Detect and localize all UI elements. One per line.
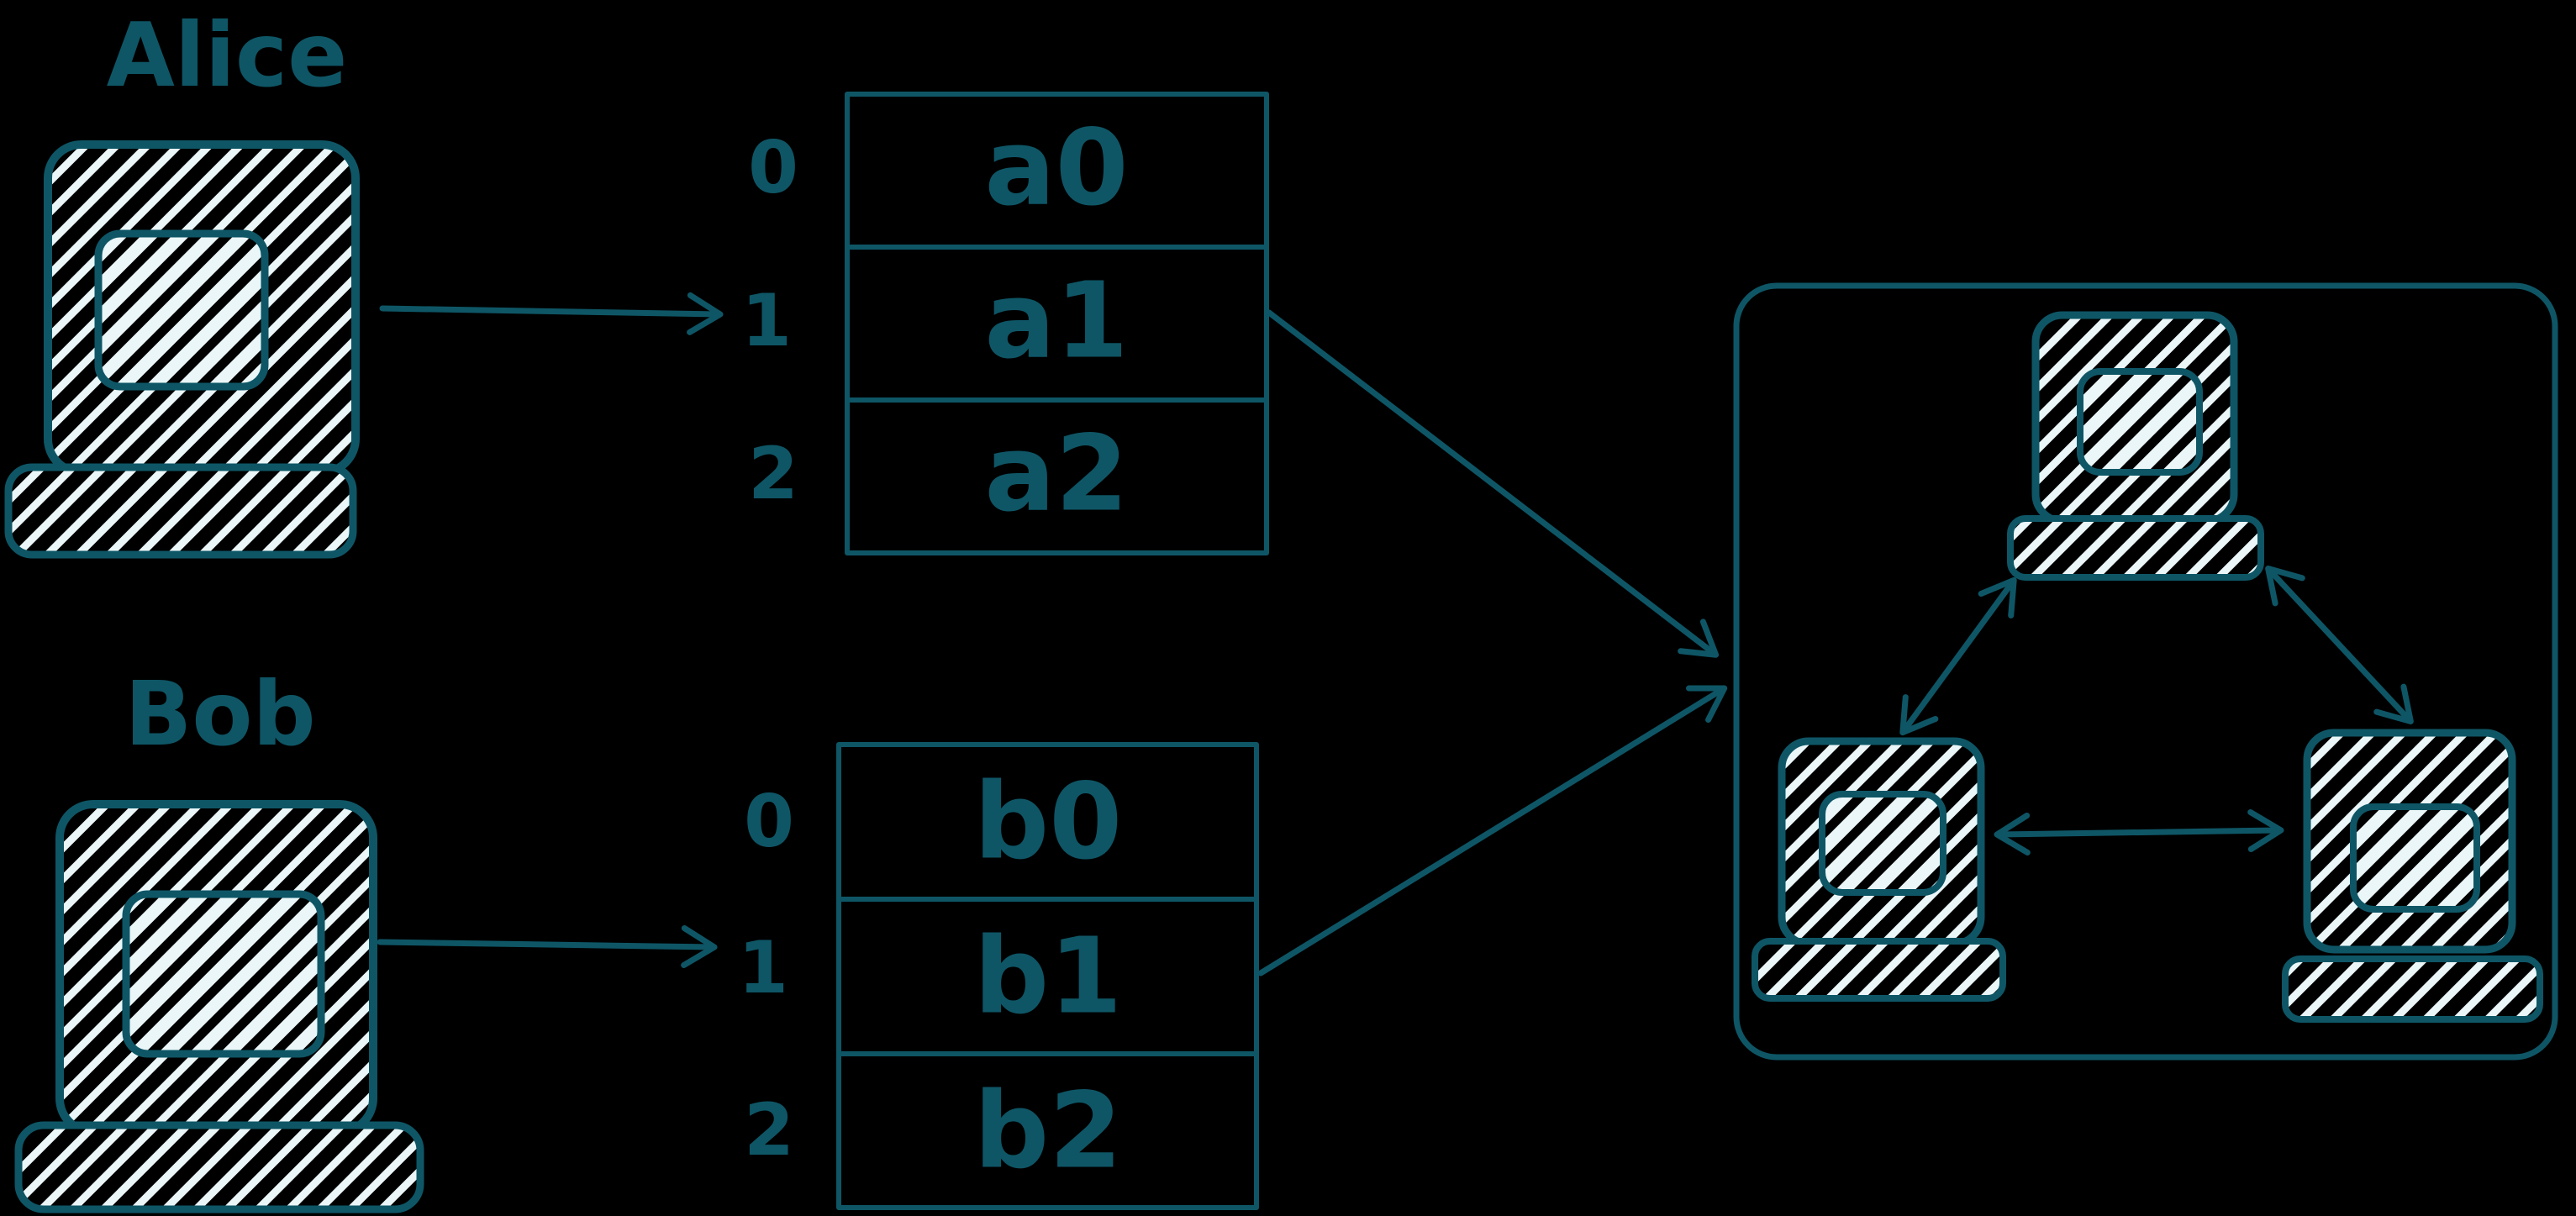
alice-to-list-arrow (379, 292, 724, 335)
bob-row-index: 2 (744, 1088, 794, 1172)
bob-screen (122, 890, 325, 1058)
bob-row-value: b2 (974, 1071, 1122, 1192)
network-top-screen (2077, 368, 2203, 476)
network-right-base (2282, 955, 2543, 1023)
alice-screen (94, 229, 269, 391)
alice-list-to-network-arrow (1266, 309, 1720, 658)
network-arrow-left-right (1994, 809, 2284, 855)
bob-computer-base (14, 1121, 424, 1213)
bob-to-list-arrow (377, 924, 718, 968)
alice-row-index: 0 (748, 126, 798, 210)
bob-table-border (836, 742, 1259, 1210)
alice-row-value: a0 (984, 108, 1128, 229)
network-top-base (2007, 515, 2264, 581)
network-arrow-top-left (1899, 576, 2017, 736)
alice-row-value: a2 (984, 413, 1128, 535)
alice-label: Alice (107, 4, 348, 107)
alice-table-border (845, 92, 1269, 555)
network-left-base (1752, 938, 2006, 1002)
bob-row-value: b1 (974, 916, 1122, 1038)
network-left-screen (1819, 791, 1946, 896)
network-box (1733, 282, 2558, 1061)
alice-row-value: a1 (984, 261, 1128, 382)
bob-section: Bob 0 1 2 b0 b1 b2 (14, 663, 1259, 1213)
bob-list-to-network-arrow (1257, 685, 1728, 976)
network-computer-icon-right (2282, 729, 2543, 1023)
bob-computer-icon (14, 800, 424, 1213)
bob-label: Bob (124, 663, 315, 766)
bob-row-index: 0 (744, 780, 794, 864)
bob-list-table: 0 1 2 b0 b1 b2 (738, 742, 1259, 1210)
network-computer-icon-top (2007, 311, 2264, 581)
alice-row-index: 1 (741, 279, 792, 363)
alice-computer-icon (4, 140, 360, 559)
network-computer-icon-left (1752, 737, 2006, 1002)
network-box-border (1733, 282, 2558, 1061)
alice-computer-base (4, 463, 357, 559)
alice-list-table: 0 1 2 a0 a1 a2 (741, 92, 1269, 555)
alice-row-index: 2 (748, 432, 798, 516)
bob-row-index: 1 (738, 926, 788, 1010)
bob-row-value: b0 (974, 761, 1122, 883)
alice-section: Alice 0 1 2 a0 a1 a2 (4, 4, 1269, 559)
network-right-screen (2350, 803, 2480, 913)
network-arrow-top-right (2265, 566, 2414, 724)
